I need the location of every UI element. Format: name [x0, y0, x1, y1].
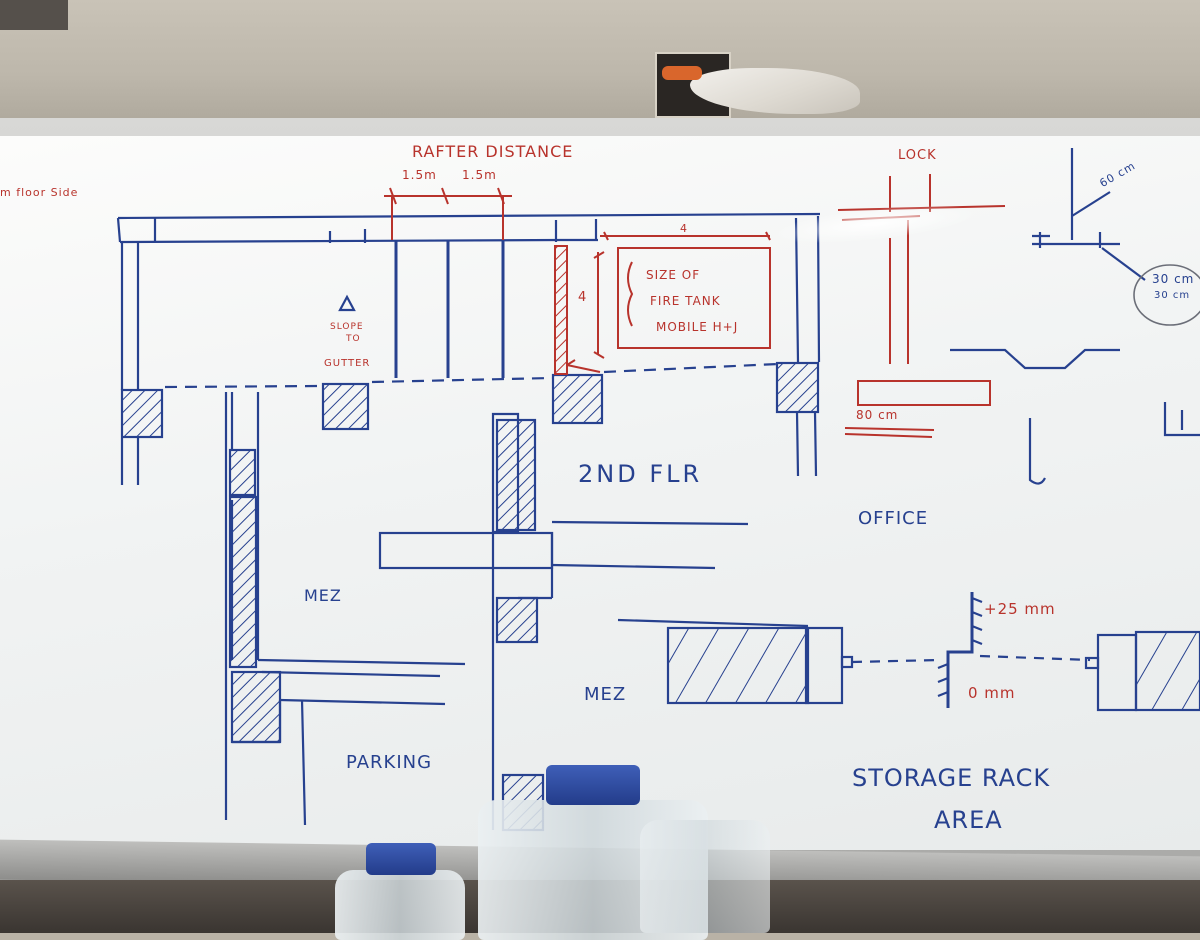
rack-tab-left — [840, 655, 854, 669]
tank-label-1: SIZE OF — [646, 268, 701, 282]
column-block-2 — [321, 382, 370, 431]
plus-25mm-label: +25 mm — [984, 600, 1056, 618]
wall-corner-object — [0, 0, 68, 30]
storage-line — [617, 618, 809, 628]
tank-height-dim — [593, 251, 605, 359]
lock-post — [889, 174, 931, 364]
spray-bottle — [640, 820, 770, 933]
tank-width-dim — [600, 231, 771, 241]
mez-label-1: MEZ — [304, 586, 342, 605]
rack-end-right — [1096, 633, 1138, 712]
hook-detail — [1028, 418, 1046, 485]
storage-label-1: STORAGE RACK — [852, 764, 1051, 792]
mez-label-2: MEZ — [584, 684, 627, 705]
gutter-line — [164, 362, 779, 389]
rafter-spacing-1: 1.5m — [402, 168, 437, 182]
wall-left-hatch-3 — [230, 670, 282, 744]
column-block-3 — [551, 373, 604, 425]
rafter-extension — [391, 195, 504, 240]
mez-beam — [257, 658, 466, 706]
tank-leader — [566, 359, 601, 373]
slope-label-3: GUTTER — [324, 358, 371, 369]
step-hatch — [937, 596, 983, 698]
tank-outline — [617, 247, 771, 349]
level-step — [946, 592, 974, 708]
roof-beam-top — [117, 212, 821, 220]
slope-triangle — [338, 294, 356, 312]
office-label: OFFICE — [858, 508, 929, 529]
slope-label-2: TO — [346, 334, 361, 344]
parking-label: PARKING — [346, 752, 433, 773]
rack-dashed-1 — [851, 658, 941, 664]
wall-left-hatch-1 — [228, 448, 257, 497]
column-right-lower — [795, 411, 818, 477]
rack-dashed-2 — [979, 654, 1091, 662]
water-bottle-small — [335, 870, 465, 940]
zero-mm-label: 0 mm — [968, 684, 1016, 702]
tank-width-label: 4 — [680, 222, 688, 235]
column-block-1 — [120, 388, 164, 439]
cross-beam-extension — [551, 520, 749, 570]
bracket-detail — [1070, 148, 1111, 240]
rafters — [394, 240, 505, 378]
tank-height-label: 4 — [578, 290, 588, 305]
beam-ticks — [116, 217, 598, 243]
leader-line — [1101, 247, 1146, 281]
center-column-hatch — [495, 418, 537, 532]
tank-brace — [627, 261, 634, 327]
roof-beam-bottom — [119, 238, 598, 244]
bottle-cap-large — [546, 765, 640, 805]
storage-label-2: AREA — [934, 806, 1003, 834]
second-floor-label: 2ND FLR — [578, 460, 703, 488]
dim-30cm-a: 30 cm — [1152, 272, 1195, 286]
detail-circle — [1133, 264, 1200, 326]
column-left-lower — [120, 438, 140, 485]
dim-30cm-b: 30 cm — [1154, 290, 1191, 301]
lock-footing — [857, 380, 991, 406]
rafter-spacing-2: 1.5m — [462, 168, 497, 182]
rack-tab-right — [1084, 656, 1100, 670]
wall — [0, 0, 1200, 125]
tank-label-2: FIRE TANK — [650, 294, 721, 308]
rack-end-left — [804, 626, 844, 705]
footing-underline — [844, 427, 935, 438]
parking-wall — [232, 699, 307, 826]
top-left-note: m floor Side — [0, 186, 79, 199]
wall-left-hatch-2 — [228, 495, 258, 669]
tank-wall — [554, 245, 568, 375]
rafter-distance-label: RAFTER DISTANCE — [412, 142, 574, 161]
storage-rack-right — [1134, 630, 1200, 712]
edge-detail — [1163, 402, 1200, 437]
gutter-profile — [950, 348, 1120, 370]
slope-label-1: SLOPE — [330, 322, 364, 332]
dim-80cm: 80 cm — [856, 408, 899, 422]
column-left — [120, 242, 140, 390]
wall-debris-orange — [662, 66, 702, 80]
wall-left — [224, 392, 260, 820]
bottle-cap-small — [366, 843, 436, 875]
rafter-dimension — [384, 187, 512, 205]
storage-rack-left — [666, 626, 810, 705]
roof-plan — [116, 212, 821, 485]
right-details — [950, 148, 1200, 485]
center-column-hatch-2 — [495, 596, 539, 644]
column-block-4 — [775, 361, 820, 414]
bolt-detail — [1032, 232, 1120, 248]
lock-label: LOCK — [898, 148, 937, 163]
tank-label-3: MOBILE H+J — [656, 320, 739, 334]
cross-beam — [378, 531, 554, 570]
